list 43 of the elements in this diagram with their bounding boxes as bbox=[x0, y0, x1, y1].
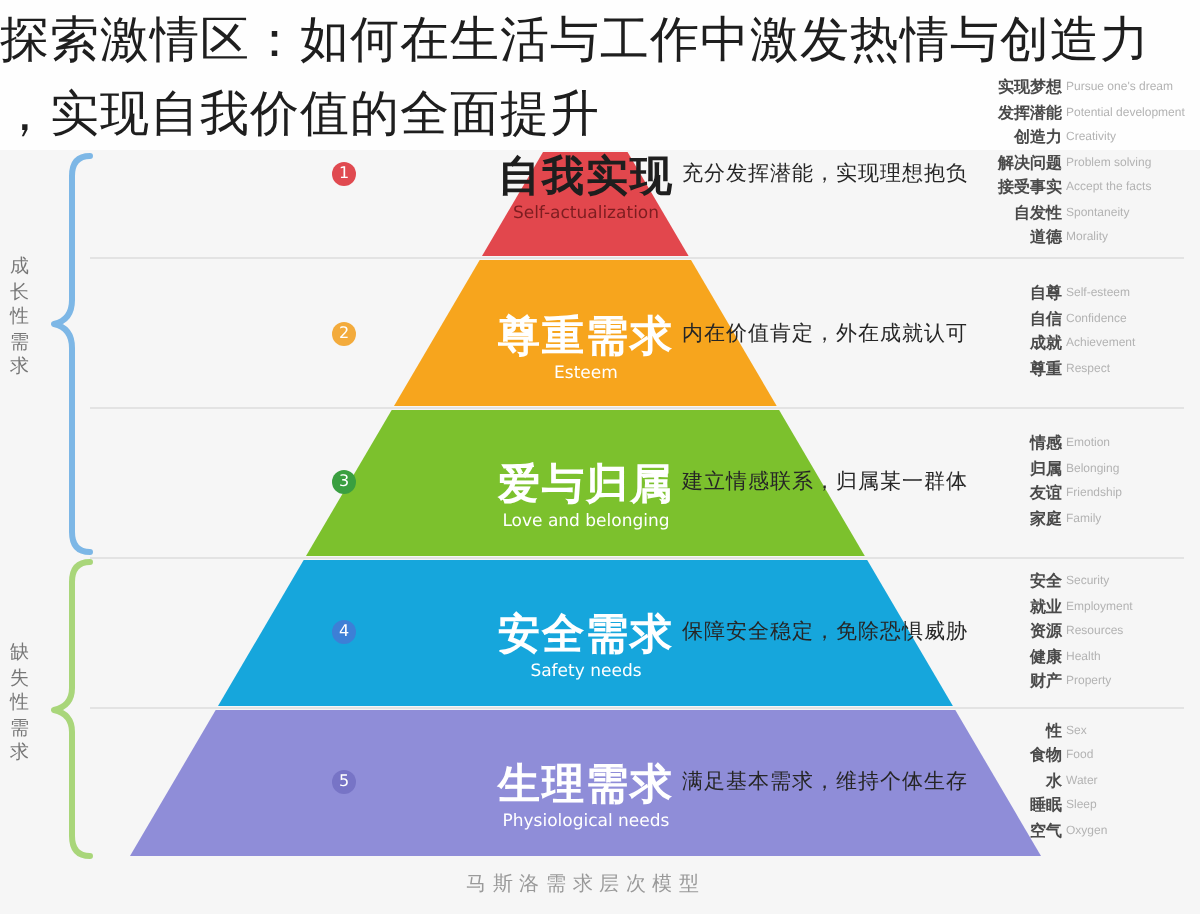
need-item: 财产 bbox=[1030, 672, 1062, 692]
tier-subtitle: Safety needs bbox=[530, 662, 642, 682]
tier-description: 充分发挥潜能，实现理想抱负 bbox=[682, 160, 968, 188]
step-number: 3 bbox=[332, 470, 356, 494]
need-item: 解决问题 bbox=[998, 153, 1062, 174]
need-item: 接受事实 bbox=[998, 178, 1062, 199]
need-item: 情感 bbox=[1030, 434, 1062, 455]
tier-subtitle: Esteem bbox=[554, 364, 618, 384]
tier-subtitle: Love and belonging bbox=[502, 512, 670, 532]
bracket-label: 缺失性需求 bbox=[10, 642, 30, 768]
need-item: 道德 bbox=[1030, 228, 1062, 249]
need-item: 健康 bbox=[1030, 647, 1062, 667]
tier-subtitle: Self-actualization bbox=[512, 204, 660, 224]
need-item: 睡眠 bbox=[1030, 796, 1062, 817]
tier-title: 爱与归属 bbox=[497, 460, 674, 508]
need-item: 就业 bbox=[1030, 597, 1062, 617]
need-item: 友谊 bbox=[1030, 484, 1062, 505]
need-item: 性 bbox=[1046, 721, 1062, 742]
tier-description: 满足基本需求，维持个体生存 bbox=[681, 768, 968, 796]
need-item: 自发性 bbox=[1014, 203, 1062, 224]
need-item: 食物 bbox=[1030, 746, 1062, 767]
tier-title: 生理需求 bbox=[497, 760, 674, 808]
step-number: 2 bbox=[332, 322, 356, 346]
step-number: 1 bbox=[332, 162, 356, 186]
need-item: 家庭 bbox=[1030, 509, 1062, 530]
need-item: 空气 bbox=[1030, 821, 1062, 842]
tier-subtitle: Physiological needs bbox=[502, 812, 670, 832]
tier-description: 建立情感联系，归属某一群体 bbox=[682, 468, 968, 496]
need-item: 自尊 bbox=[1030, 284, 1062, 305]
need-item: 安全 bbox=[1030, 572, 1062, 592]
need-item: 水 bbox=[1046, 771, 1062, 792]
need-item: 自信 bbox=[1030, 309, 1062, 330]
need-item: 归属 bbox=[1030, 459, 1062, 480]
need-item: 实现梦想 bbox=[998, 78, 1062, 99]
need-item: 尊重 bbox=[1030, 359, 1062, 380]
need-item: 成就 bbox=[1030, 334, 1062, 355]
need-item: 创造力 bbox=[1014, 128, 1062, 149]
tier-title: 安全需求 bbox=[497, 610, 674, 658]
need-item: 资源 bbox=[1030, 622, 1062, 642]
tier-title: 尊重需求 bbox=[497, 312, 674, 360]
diagram-caption: 马斯洛需求层次模型 bbox=[466, 872, 706, 898]
need-item: 发挥潜能 bbox=[998, 103, 1062, 124]
bracket-label: 成长性需求 bbox=[10, 256, 30, 382]
